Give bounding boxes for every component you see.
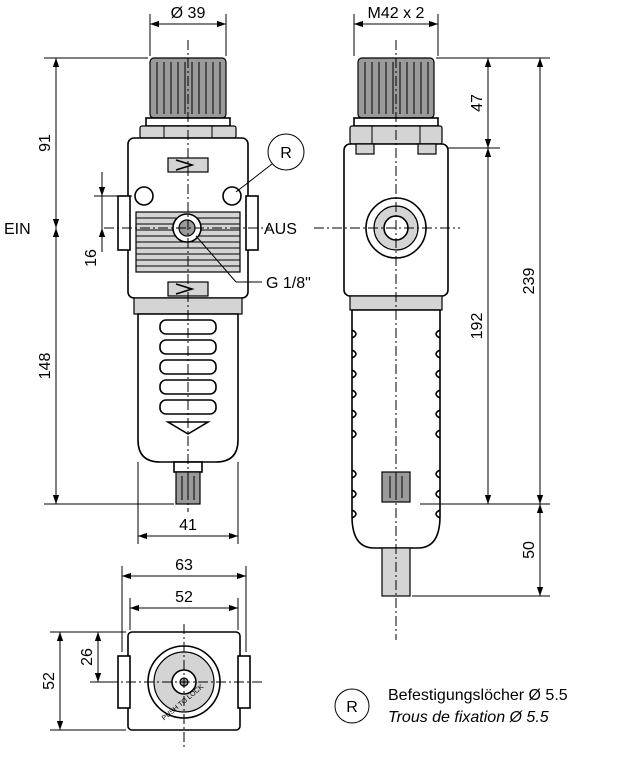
mounting-marker-label: R bbox=[280, 145, 292, 162]
legend-marker: R bbox=[346, 699, 358, 716]
dim-height-top: 91 bbox=[37, 134, 54, 152]
label-inlet: EIN bbox=[4, 221, 31, 238]
dim-clearance: 50 bbox=[521, 541, 538, 559]
dim-height-lower: 148 bbox=[37, 353, 54, 380]
label-gauge-port: G 1/8" bbox=[266, 275, 311, 292]
mounting-marker-circle bbox=[267, 133, 305, 171]
dim-total-height: 239 bbox=[521, 268, 538, 295]
dim-side-lower: 192 bbox=[469, 313, 486, 340]
dim-bottom-outer: 63 bbox=[175, 557, 193, 574]
dim-port-offset: 16 bbox=[83, 249, 100, 267]
dim-bottom-offset: 26 bbox=[79, 648, 96, 666]
dim-thread: M42 x 2 bbox=[368, 5, 425, 22]
dim-knob-dia: Ø 39 bbox=[171, 5, 206, 22]
bottom-view: PUSH TO LOCK bbox=[108, 624, 262, 748]
legend: R Befestigungslöcher Ø 5.5 Trous de fixa… bbox=[334, 687, 568, 726]
label-outlet: AUS bbox=[264, 221, 297, 238]
legend-german: Befestigungslöcher Ø 5.5 bbox=[388, 687, 568, 704]
legend-french: Trous de fixation Ø 5.5 bbox=[388, 709, 549, 726]
side-dimensions: M42 x 2 47 192 239 50 bbox=[353, 5, 550, 597]
legend-marker-circle bbox=[334, 688, 370, 724]
dim-bottom-inner: 52 bbox=[175, 589, 193, 606]
front-view bbox=[104, 40, 270, 512]
dim-bottom-height: 52 bbox=[41, 672, 58, 690]
dim-bowl-width: 41 bbox=[179, 517, 197, 534]
front-dimensions: Ø 39 91 148 16 41 EIN AUS G 1/8" R bbox=[4, 5, 311, 544]
side-view bbox=[314, 40, 460, 640]
front-body bbox=[117, 137, 259, 315]
dim-knob-height: 47 bbox=[469, 94, 486, 112]
bottom-dimensions: 63 52 52 26 bbox=[41, 557, 247, 731]
